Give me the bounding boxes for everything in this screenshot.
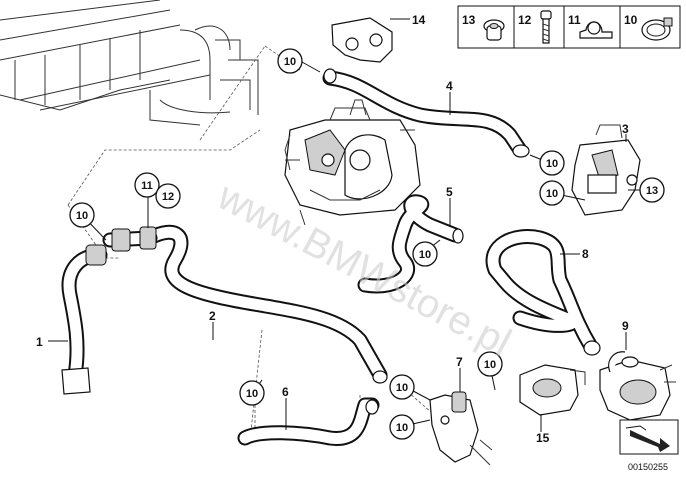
label-part-14: 14 <box>412 13 426 27</box>
label-part-2: 2 <box>209 309 216 323</box>
part-numbers: 14 4 3 5 8 9 7 15 1 2 6 <box>36 13 629 445</box>
svg-text:10: 10 <box>246 388 258 400</box>
callout-clamp-valve7-a: 10 <box>477 351 503 377</box>
svg-text:10: 10 <box>546 158 558 170</box>
callout-clamp-hose4-end: 10 <box>539 150 565 176</box>
label-part-1: 1 <box>36 335 43 349</box>
svg-text:10: 10 <box>284 56 296 68</box>
hose-5 <box>357 194 464 294</box>
svg-text:10: 10 <box>484 359 496 371</box>
legend-label-13: 13 <box>462 13 476 27</box>
valve-7 <box>429 391 493 466</box>
label-part-3: 3 <box>622 122 629 136</box>
svg-text:13: 13 <box>646 185 658 197</box>
svg-text:11: 11 <box>141 180 153 192</box>
direction-arrow-icon <box>625 425 670 452</box>
callout-part-12: 12 <box>155 183 181 209</box>
clamp-callouts: 10 10 10 10 10 10 10 10 10 <box>69 48 565 440</box>
callout-clamp-valve3: 10 <box>539 180 565 206</box>
grommet-icon <box>483 19 505 41</box>
svg-text:10: 10 <box>76 210 88 222</box>
orientation-box <box>619 419 679 455</box>
hose-4 <box>322 68 530 158</box>
svg-text:10: 10 <box>419 249 431 261</box>
label-part-15: 15 <box>536 431 550 445</box>
svg-text:10: 10 <box>546 188 558 200</box>
legend-label-11: 11 <box>568 13 581 27</box>
svg-text:10: 10 <box>396 382 408 394</box>
valve-3 <box>571 124 641 216</box>
hose-1 <box>61 244 108 395</box>
hose-clamp-icon <box>641 17 673 41</box>
label-part-9: 9 <box>622 319 629 333</box>
circled-part-callouts: 11 12 13 <box>134 172 665 209</box>
parts-legend: 13 12 11 10 <box>457 5 681 49</box>
svg-text:10: 10 <box>396 422 408 434</box>
label-part-6: 6 <box>282 385 289 399</box>
screw-icon <box>540 10 552 44</box>
reference-number: 00150255 <box>628 462 668 472</box>
callout-clamp-valve7-b: 10 <box>389 374 415 400</box>
hose-6 <box>237 397 380 446</box>
callout-clamp-valve7-c: 10 <box>389 414 415 440</box>
svg-text:12: 12 <box>162 191 174 203</box>
hose-8 <box>485 229 601 356</box>
label-part-4: 4 <box>446 79 453 93</box>
auxiliary-heater-unit <box>284 99 421 226</box>
bracket-14 <box>331 17 393 63</box>
bracket-15 <box>519 364 586 416</box>
callout-clamp-left: 10 <box>69 202 95 228</box>
label-part-8: 8 <box>582 247 589 261</box>
callout-part-13: 13 <box>639 177 665 203</box>
callout-part-11: 11 <box>134 172 160 198</box>
bulkhead-sketch <box>0 0 259 126</box>
callout-clamp-hose5: 10 <box>412 241 438 267</box>
legend-label-12: 12 <box>518 13 532 27</box>
pump-9 <box>599 351 676 421</box>
hose-2 <box>102 224 388 384</box>
callout-clamp-top: 10 <box>277 48 303 74</box>
callout-lines <box>48 18 640 432</box>
legend-label-10: 10 <box>624 13 638 27</box>
hose-clip-icon <box>579 21 613 39</box>
label-part-5: 5 <box>446 185 453 199</box>
label-part-7: 7 <box>456 355 463 369</box>
callout-clamp-hose6: 10 <box>239 380 265 406</box>
